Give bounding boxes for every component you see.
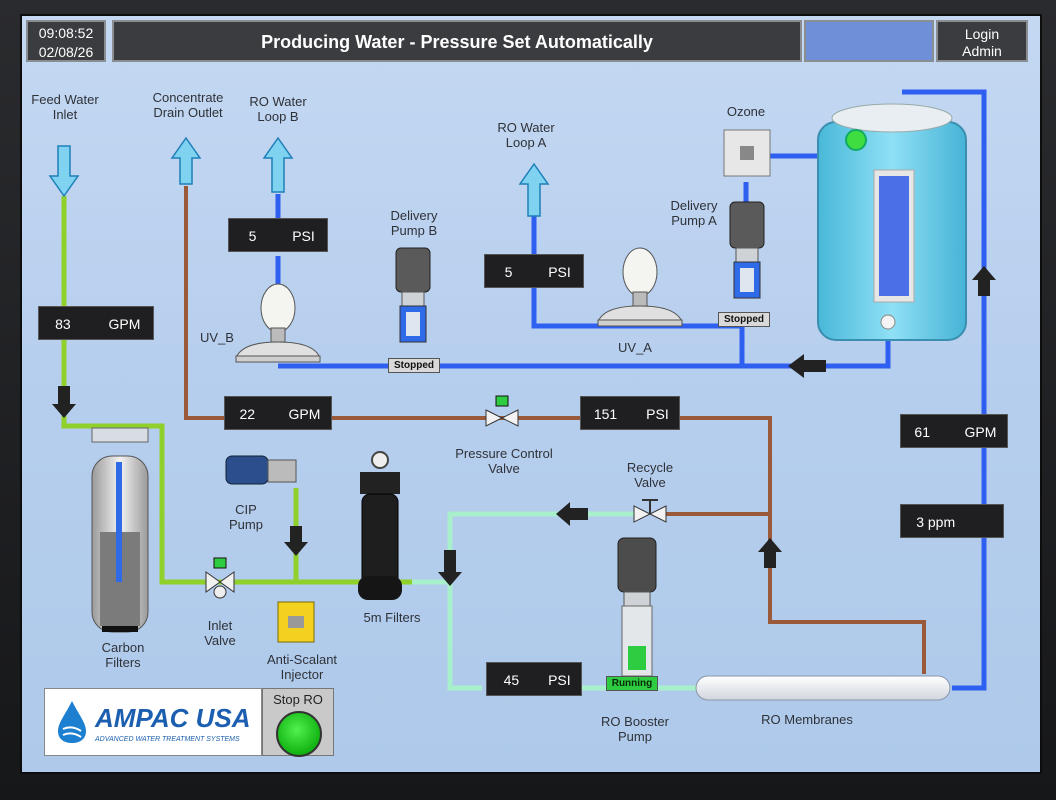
ro-booster-pump (617, 537, 657, 677)
inlet-valve (205, 557, 235, 599)
ro-membrane-tube (695, 675, 951, 701)
uv-b-lamp (235, 283, 321, 363)
datetime-display: 09:08:52 02/08/26 (26, 20, 106, 62)
flow-arrows (52, 266, 996, 586)
pump-b-status: Stopped (388, 358, 440, 373)
drain-line (184, 186, 926, 674)
ampac-logo: AMPAC USA ADVANCED WATER TREATMENT SYSTE… (44, 688, 262, 756)
pump-a-status: Stopped (718, 312, 770, 327)
carbon-filter-tank (91, 427, 149, 633)
delivery-pump-a (729, 201, 765, 299)
stop-ro-panel: Stop RO (262, 688, 334, 757)
recycle-valve (633, 499, 667, 523)
uv-a-lamp (597, 247, 683, 327)
storage-tank (817, 103, 967, 341)
ro-membranes-label: RO Membranes (761, 712, 853, 727)
pressure-control-valve (485, 395, 519, 427)
product-line (275, 89, 987, 691)
date-text: 02/08/26 (38, 44, 94, 60)
ozone-generator (723, 129, 771, 177)
stop-ro-button[interactable] (276, 711, 322, 757)
5m-filters-label: 5m Filters (363, 610, 421, 625)
ozone-label: Ozone (726, 104, 766, 119)
login-label: Login (964, 26, 1000, 42)
logo-tagline: ADVANCED WATER TREATMENT SYSTEMS (95, 736, 240, 743)
login-button[interactable]: Login Admin (936, 20, 1028, 62)
process-diagram (48, 89, 996, 701)
logo-name: AMPAC USA (95, 703, 251, 733)
header-blank-panel (804, 20, 934, 62)
io-arrows (48, 136, 550, 217)
time-text: 09:08:52 (38, 25, 94, 41)
booster-status: Running (606, 676, 658, 691)
delivery-pump-b (395, 247, 431, 343)
water-drop-icon (58, 701, 86, 743)
uv-b-label: UV_B (200, 330, 234, 345)
stop-ro-label: Stop RO (273, 692, 323, 707)
uv-a-label: UV_A (618, 340, 652, 355)
ozone-concentration-readout: 3 ppm (900, 504, 1004, 538)
anti-scalant-injector (277, 601, 315, 643)
hmi-screen: 09:08:52 02/08/26 Producing Water - Pres… (20, 14, 1042, 774)
page-title: Producing Water - Pressure Set Automatic… (112, 20, 802, 62)
5m-filter-housing (358, 451, 402, 600)
cip-pump (225, 455, 297, 485)
user-label: Admin (962, 43, 1002, 59)
